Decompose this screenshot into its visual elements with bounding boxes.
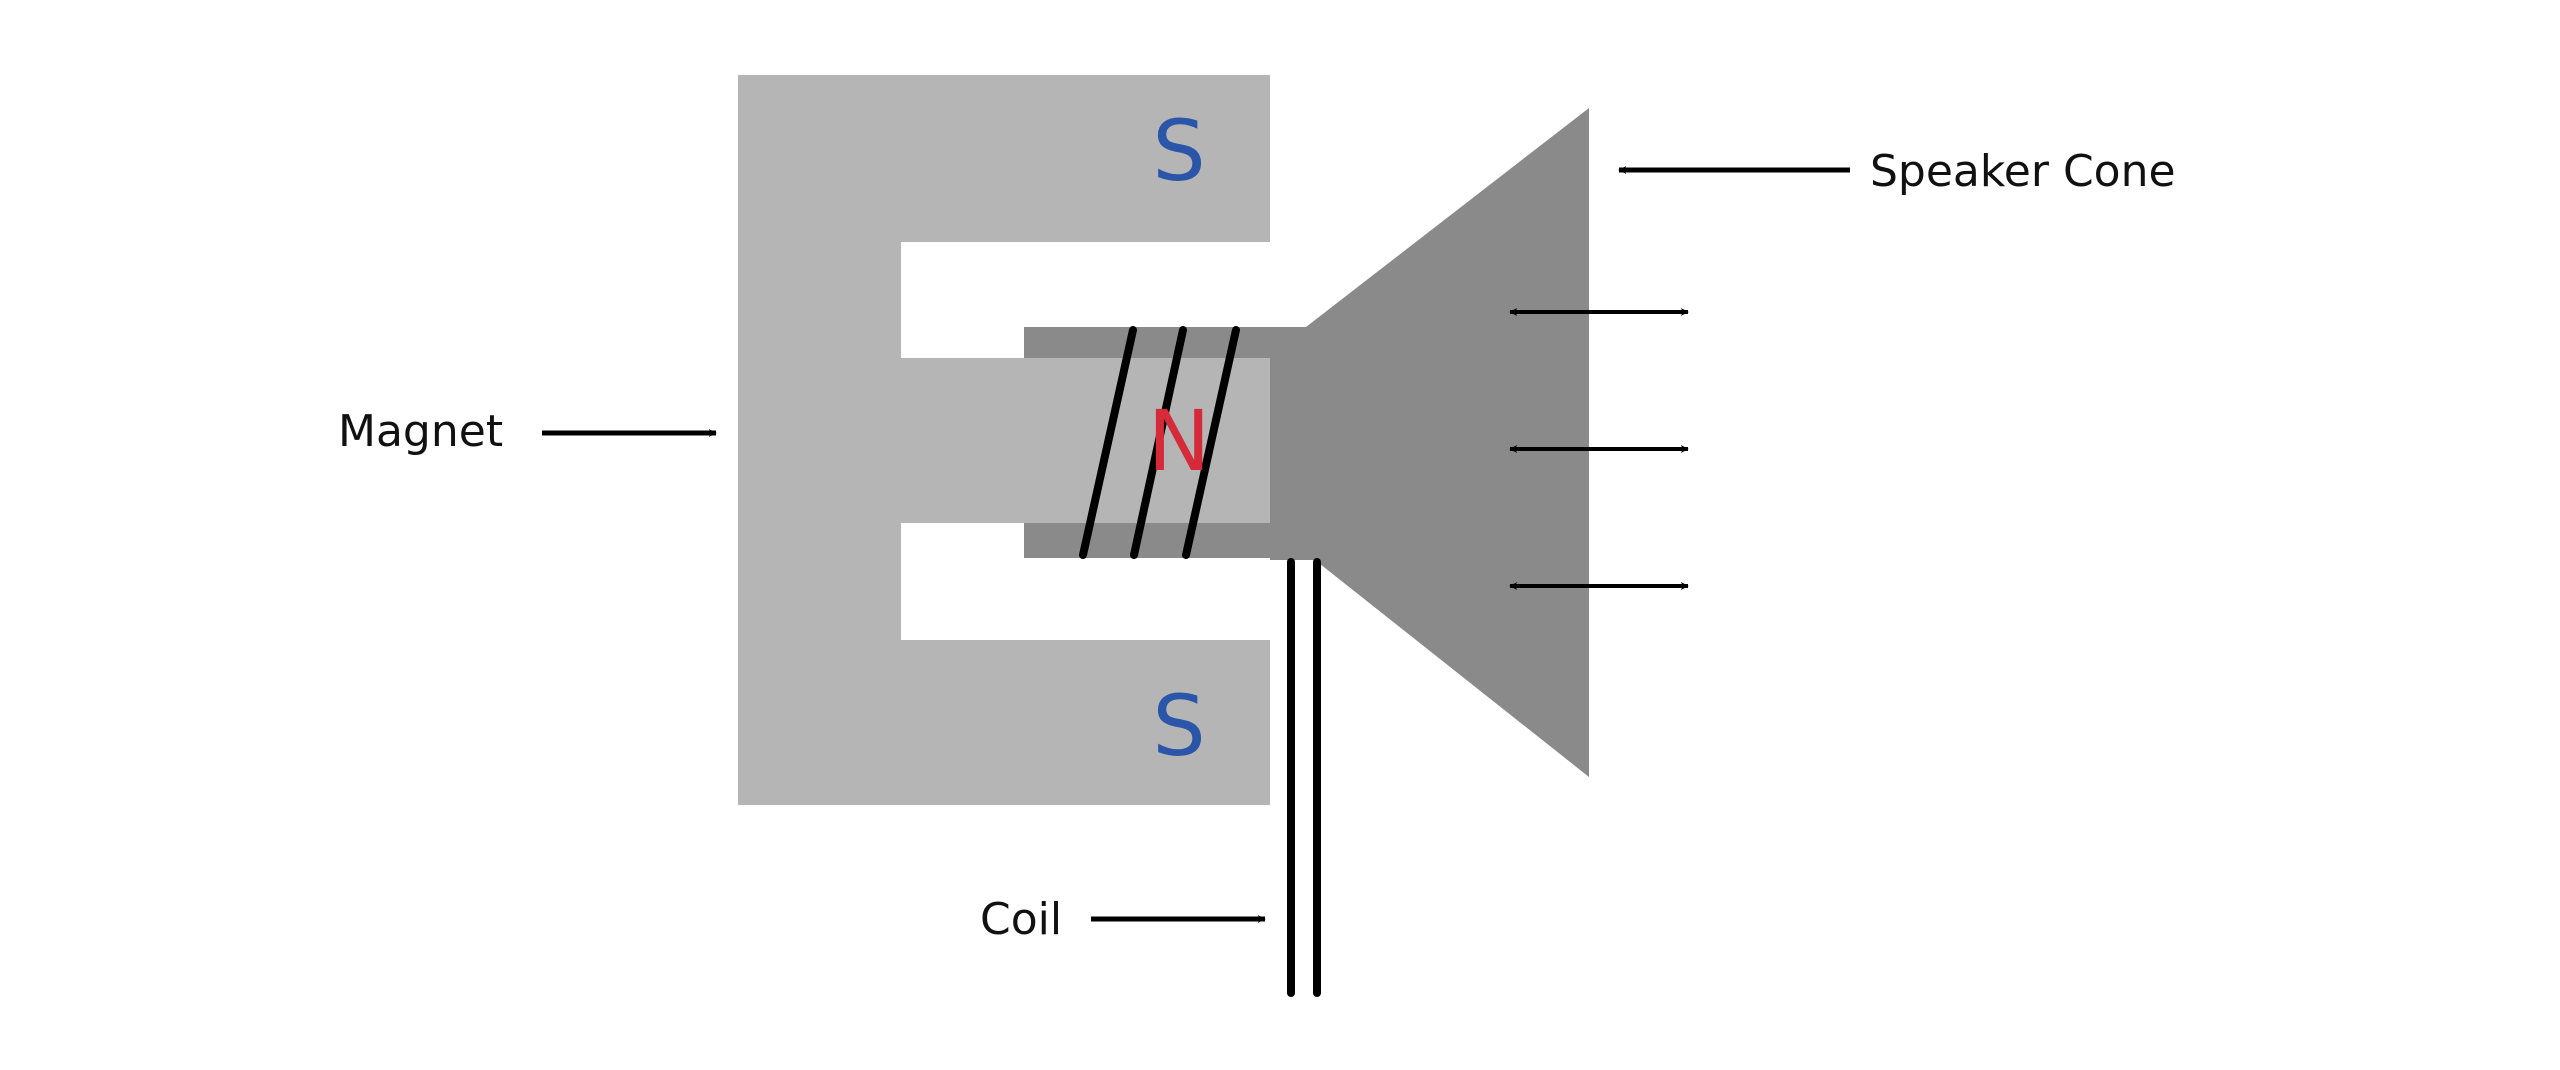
vibration-arrows: [1509, 308, 1689, 590]
speaker-cone: [1270, 108, 1589, 777]
coil-former-bottom: [1024, 523, 1314, 558]
speaker-cone-label: Speaker Cone: [1870, 146, 2176, 197]
pole-top-label: S: [1152, 102, 1205, 200]
magnet: [738, 75, 1270, 805]
pole-middle-label: N: [1148, 392, 1211, 490]
coil-label: Coil: [980, 894, 1062, 945]
pole-bottom-label: S: [1152, 677, 1205, 775]
coil-wires: [1287, 558, 1321, 997]
magnet-label: Magnet: [338, 406, 503, 457]
coil-former-top: [1024, 327, 1314, 358]
coil-windings: [1079, 326, 1240, 559]
